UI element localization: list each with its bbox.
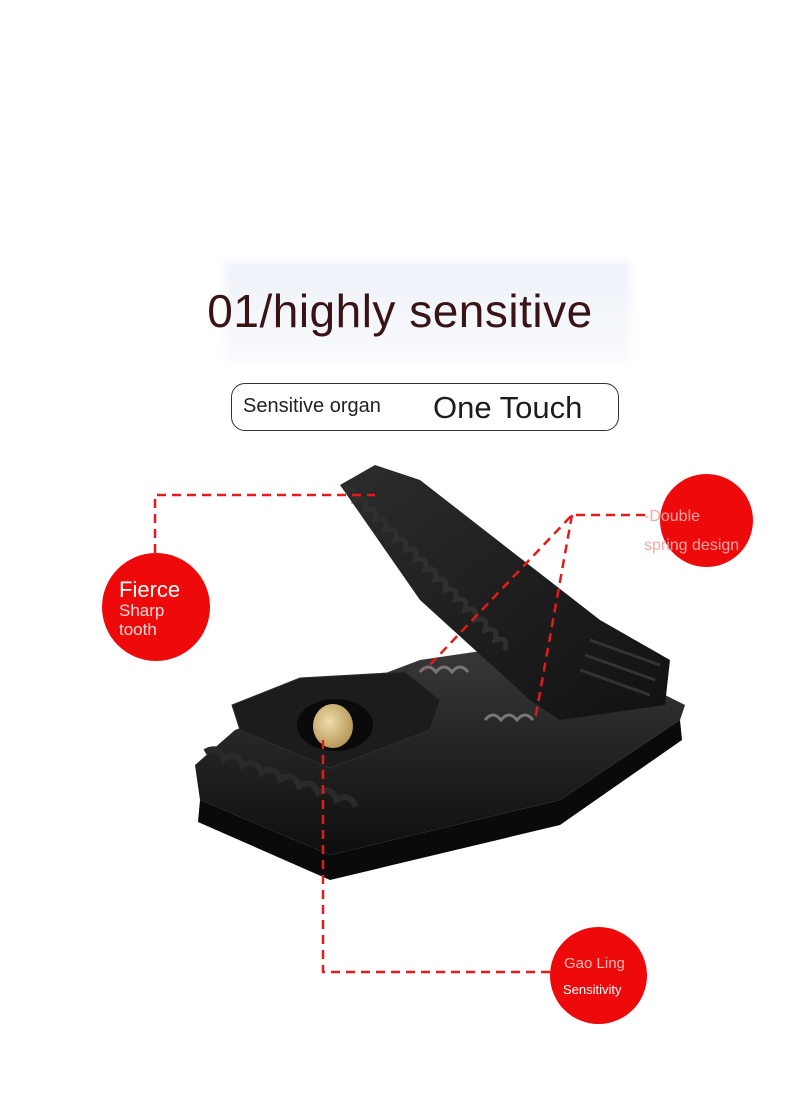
callout-sensitivity: Gao Ling Sensitivity [550,927,647,1024]
bait-nut [313,704,353,748]
callout-double-spring [660,474,753,567]
headline: 01/highly sensitive [207,285,593,337]
callout-sens-sub: Sensitivity [563,982,622,997]
trap-base-side [198,720,682,880]
headline-background [225,262,630,362]
pedal-ridges [579,638,661,697]
spring-coil [418,665,535,723]
leader-spring-1 [424,513,645,671]
tagline-box: Sensitive organ One Touch [231,383,619,431]
leader-tooth [153,493,375,553]
tagline-right: One Touch [433,390,583,425]
leader-spring-2 [533,514,574,721]
tagline-left: Sensitive organ [243,395,381,417]
jaw-teeth [344,486,509,651]
base-teeth [203,746,359,808]
callout-tooth-title: Fierce [119,577,181,602]
callout-sens-title: Gao Ling [564,955,625,972]
leader-sensitivity [321,735,550,974]
